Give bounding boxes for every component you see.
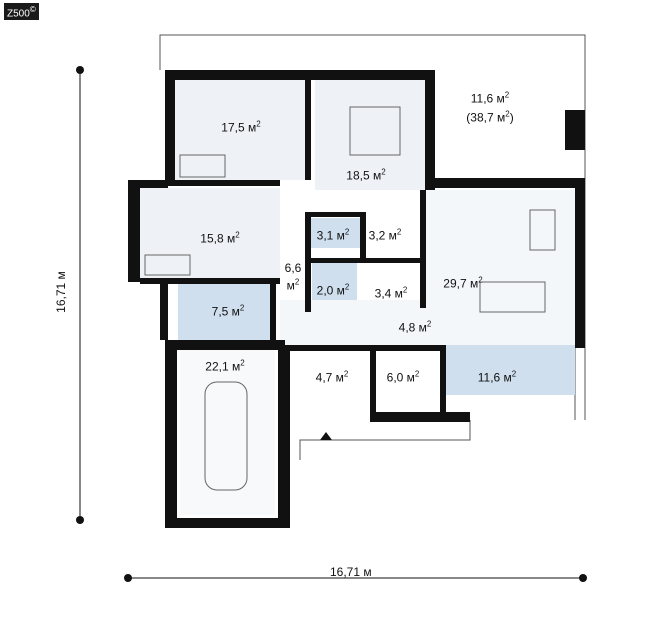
room-label-bedroom-1: 17,5 м2	[221, 119, 261, 135]
room-label-wardrobe-1: 3,2 м2	[368, 227, 402, 243]
entrance-arrow-icon	[320, 432, 332, 440]
room-label-bathroom-2: 7,5 м2	[211, 303, 245, 319]
bed-master	[349, 106, 401, 156]
bed-1	[179, 154, 226, 178]
room-fills	[140, 80, 575, 515]
room-fill-wc	[312, 262, 357, 304]
room-label-utility: 6,0 м2	[386, 369, 420, 385]
room-label-terrace: 11,6 м2	[470, 90, 510, 106]
bed-2	[144, 254, 191, 276]
logo-mark: ©	[29, 4, 36, 14]
room-label-master-bedroom: 18,5 м2	[346, 167, 386, 183]
sofa	[529, 209, 556, 251]
z500-logo: Z500©	[4, 3, 39, 21]
walls	[128, 70, 585, 528]
room-fill-master	[315, 80, 425, 190]
room-label-kitchen: 11,6 м2	[477, 369, 517, 385]
room-fill-kitchen	[445, 345, 575, 395]
room-label-hall: 6,6	[284, 261, 302, 275]
room-label-wardrobe-2: 3,4 м2	[374, 285, 408, 301]
car	[204, 381, 248, 491]
dining-table	[479, 281, 546, 313]
room-label-bedroom-2: 15,8 м2	[200, 230, 240, 246]
room-label-hall-unit: м2	[286, 277, 300, 293]
width-dimension: 16,71 м	[330, 565, 372, 579]
dimension-lines	[79, 70, 583, 579]
room-label-corridor: 4,8 м2	[398, 319, 432, 335]
room-label-living-room: 29,7 м2	[443, 275, 483, 291]
room-label-bathroom: 3,1 м2	[316, 227, 350, 243]
logo-text: Z500	[7, 8, 30, 20]
room-label-vestibule: 4,7 м2	[315, 369, 349, 385]
room-label-garage: 22,1 м2	[205, 358, 245, 374]
room-label-terrace-total: (38,7 м2)	[466, 109, 514, 125]
depth-dimension: 16,71 м	[53, 271, 68, 313]
room-fill-bath2	[178, 284, 273, 340]
room-fill-living	[425, 190, 575, 345]
room-fill-garage	[180, 350, 275, 515]
room-fill-bedroom-2	[140, 188, 280, 278]
room-fill-bath	[310, 218, 360, 248]
room-fill-bedroom-1	[175, 80, 310, 180]
room-label-wc: 2,0 м2	[316, 282, 350, 298]
furniture	[144, 106, 556, 491]
